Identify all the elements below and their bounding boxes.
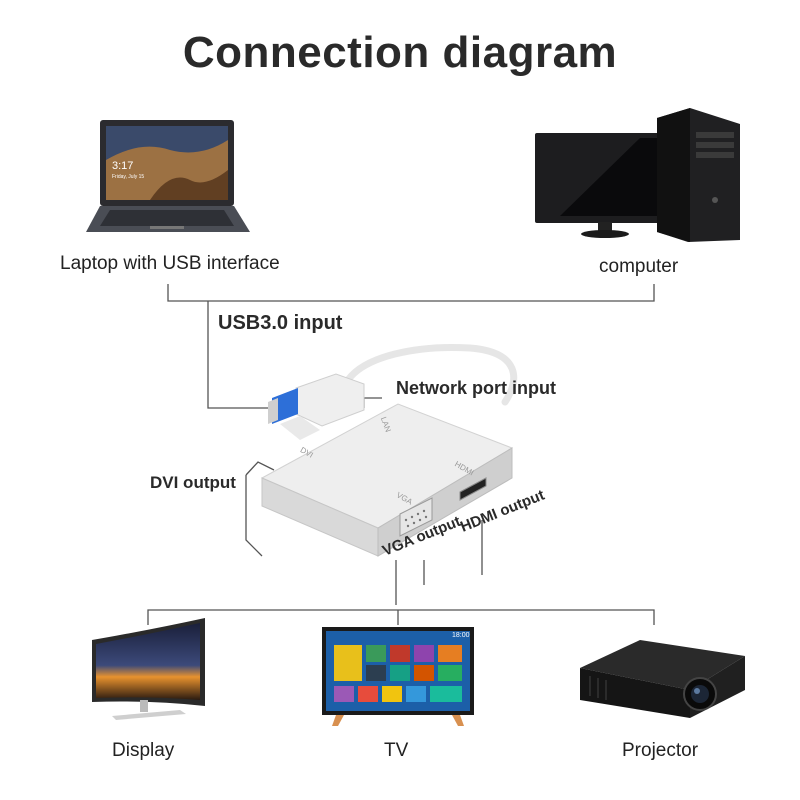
usb-plug xyxy=(268,373,365,440)
display-label: Display xyxy=(112,740,175,761)
tv-label: TV xyxy=(384,740,409,761)
page-title: Connection diagram xyxy=(182,28,618,77)
laptop-date: Friday, July 15 xyxy=(112,174,145,180)
network-input-label: Network port input xyxy=(396,378,556,398)
laptop-label: Laptop with USB interface xyxy=(60,253,280,274)
computer-label: computer xyxy=(599,256,679,277)
projector-label: Projector xyxy=(622,740,699,761)
usb-input-label: USB3.0 input xyxy=(218,312,343,334)
tv-time: 18:00 xyxy=(452,632,470,639)
dvi-output-label: DVI output xyxy=(150,473,236,492)
laptop-time: 3:17 xyxy=(112,160,134,172)
